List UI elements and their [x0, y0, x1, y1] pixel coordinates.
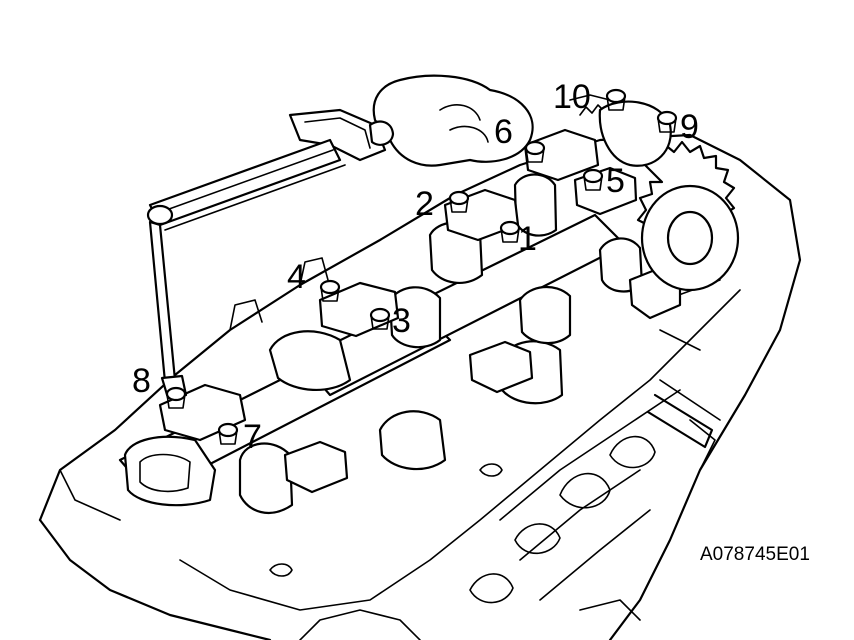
- bolt-4: [319, 279, 341, 302]
- bolt-5: [582, 168, 604, 191]
- bolt-label-2: 2: [415, 185, 434, 223]
- bolt-8: [165, 386, 187, 409]
- figure-code: A078745E01: [700, 544, 810, 565]
- bolt-label-6: 6: [494, 113, 513, 151]
- bolt-3: [369, 307, 391, 330]
- hand-with-torque-wrench: [146, 74, 534, 400]
- bolts: [165, 88, 678, 445]
- bolt-7: [217, 422, 239, 445]
- bolt-10: [605, 88, 627, 111]
- bolt-label-5: 5: [606, 162, 625, 200]
- bolt-9: [656, 110, 678, 133]
- bolt-label-9: 9: [680, 108, 699, 146]
- bolt-label-1: 1: [518, 220, 537, 258]
- bolt-label-10: 10: [553, 78, 591, 116]
- bolt-1: [499, 220, 521, 243]
- bolt-label-8: 8: [132, 362, 151, 400]
- bolt-labels: 1 2 3 4 5 6 7 8 9 10: [132, 78, 699, 456]
- bolt-6: [524, 140, 546, 163]
- cam-gears: [569, 94, 740, 292]
- bolt-label-7: 7: [243, 418, 262, 456]
- bolt-2: [448, 190, 470, 213]
- bolt-label-3: 3: [392, 302, 411, 340]
- bolt-label-4: 4: [287, 258, 306, 296]
